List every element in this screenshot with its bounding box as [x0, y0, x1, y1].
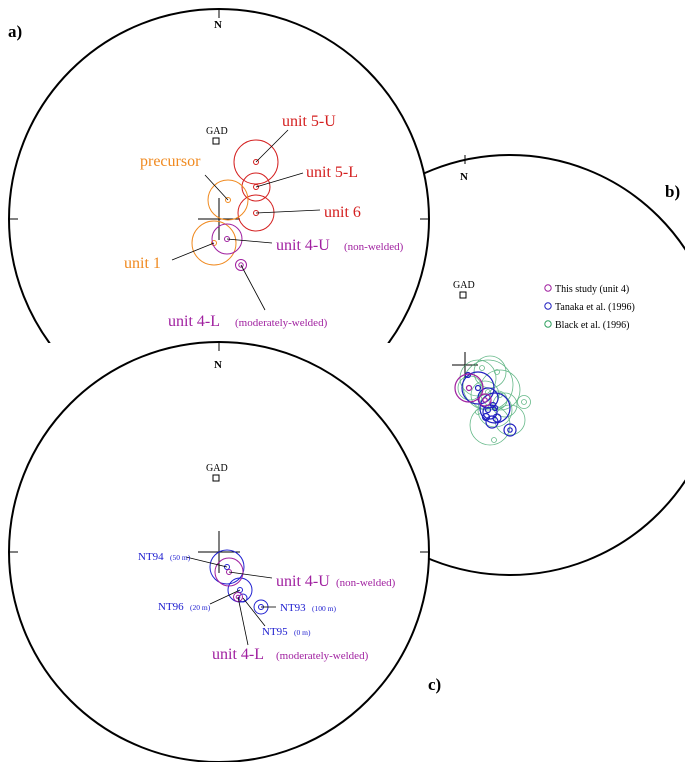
- label-precursor: precursor: [140, 153, 201, 170]
- panel-a-orange-units: [191, 179, 249, 266]
- panel-a-gad-marker: [212, 137, 220, 145]
- label-nt93: NT93: [280, 602, 306, 614]
- label-nt96-depth: (20 m): [190, 603, 211, 612]
- label-nt95: NT95: [262, 626, 288, 638]
- panel-a-north-label: N: [214, 19, 222, 31]
- panel-c-letter: c): [428, 675, 441, 694]
- panel-b-this-study: [454, 373, 492, 407]
- panel-a: a) N GAD: [8, 8, 430, 343]
- panel-b-gad-marker: [459, 291, 467, 299]
- label-nt96: NT96: [158, 601, 184, 613]
- panel-a-letter: a): [8, 22, 22, 41]
- panel-c: N GAD c) NT94 (50 m) unit 4: [8, 341, 441, 762]
- label-unit-5l: unit 5-L: [306, 164, 358, 181]
- label-unit-4u: unit 4-U: [276, 237, 330, 254]
- legend-marker-black: [544, 320, 552, 328]
- panel-c-gad-label: GAD: [206, 463, 228, 474]
- legend-label-black: Black et al. (1996): [555, 320, 629, 331]
- label-unit-6: unit 6: [324, 204, 361, 221]
- label-c-unit-4l-note: (moderately-welded): [276, 650, 369, 662]
- panel-b-primitive-circle: [345, 154, 685, 576]
- label-unit-4l-note: (moderately-welded): [235, 317, 328, 329]
- panel-b-north-label: N: [460, 171, 468, 183]
- panel-c-gad-marker: [212, 474, 220, 482]
- label-unit-4l: unit 4-L: [168, 313, 220, 330]
- panel-c-leader-lines: [185, 556, 276, 646]
- panel-c-north-label: N: [214, 359, 222, 371]
- label-unit-1: unit 1: [124, 255, 161, 272]
- panel-a-gad-label: GAD: [206, 126, 228, 137]
- label-c-unit-4l: unit 4-L: [212, 646, 264, 663]
- label-unit-5u: unit 5-U: [282, 113, 336, 130]
- label-nt94-depth: (50 m): [170, 553, 191, 562]
- panel-b-legend: This study (unit 4) Tanaka et al. (1996)…: [544, 284, 635, 331]
- label-c-unit-4u-note: (non-welded): [336, 577, 396, 589]
- panel-b-gad-label: GAD: [453, 280, 475, 291]
- label-c-unit-4u: unit 4-U: [276, 573, 330, 590]
- legend-marker-tanaka: [544, 302, 552, 310]
- label-nt93-depth: (100 m): [312, 604, 336, 613]
- legend-marker-this-study: [544, 284, 552, 292]
- panel-a-red-units: [233, 139, 279, 232]
- panel-b: b) N GAD This study (unit 4) Tanaka et a…: [345, 154, 685, 576]
- label-unit-4u-note: (non-welded): [344, 241, 404, 253]
- legend-label-this-study: This study (unit 4): [555, 284, 629, 295]
- panel-a-leader-lines: [171, 129, 321, 311]
- legend-label-tanaka: Tanaka et al. (1996): [555, 302, 635, 313]
- label-nt95-depth: (0 m): [294, 628, 311, 637]
- panel-b-letter: b): [665, 182, 680, 201]
- label-nt94: NT94: [138, 551, 164, 563]
